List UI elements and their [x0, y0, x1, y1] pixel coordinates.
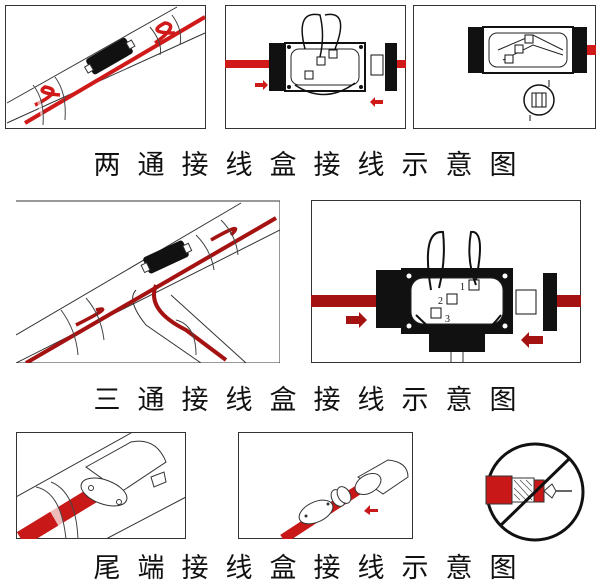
caption-char: 通 [137, 384, 165, 416]
two-way-caption: 两 通 接 线 盒 接 线 示 意 图 [0, 145, 600, 185]
caption-char: 意 [445, 384, 473, 416]
prohibition-sign-icon [485, 442, 585, 542]
end-cap-assembly-panel [238, 432, 413, 539]
terminal-label-1: 1 [460, 282, 465, 293]
end-cap-installed-panel [16, 432, 186, 539]
two-way-pipe-view-panel [5, 5, 206, 129]
two-way-box-illustration [225, 5, 406, 129]
caption-char: 尾 [93, 552, 121, 584]
two-way-box-detail-illustration [413, 5, 596, 129]
terminal-label-2: 2 [438, 296, 443, 307]
caption-char: 意 [445, 149, 473, 181]
caption-char: 接 [313, 384, 341, 416]
caption-char: 示 [401, 149, 429, 181]
caption-char: 三 [93, 384, 121, 416]
end-cap-assembly-illustration [238, 432, 413, 539]
caption-char: 接 [313, 552, 341, 584]
three-way-box-illustration: 1 2 3 [311, 200, 581, 363]
two-way-box-open-panel [225, 5, 406, 129]
caption-char: 接 [181, 552, 209, 584]
end-cap-installed-illustration [16, 432, 186, 539]
caption-char: 线 [357, 552, 385, 584]
caption-char: 图 [489, 149, 517, 181]
end-cap-prohibited-panel [480, 440, 590, 545]
two-way-box-closed-detail-panel [413, 5, 596, 129]
caption-char: 盒 [269, 552, 297, 584]
caption-char: 线 [225, 552, 253, 584]
caption-char: 意 [445, 552, 473, 584]
caption-char: 接 [313, 149, 341, 181]
caption-char: 示 [401, 384, 429, 416]
caption-char: 图 [489, 384, 517, 416]
three-way-pipe-view-panel [16, 200, 280, 363]
caption-char: 线 [225, 149, 253, 181]
caption-char: 两 [93, 149, 121, 181]
end-cap-caption: 尾 端 接 线 盒 接 线 示 意 图 [0, 548, 600, 588]
caption-char: 线 [357, 149, 385, 181]
caption-char: 线 [225, 384, 253, 416]
caption-char: 接 [181, 384, 209, 416]
caption-char: 盒 [269, 384, 297, 416]
three-way-pipe-illustration [16, 200, 280, 363]
three-way-caption: 三 通 接 线 盒 接 线 示 意 图 [0, 380, 600, 420]
caption-char: 图 [489, 552, 517, 584]
three-way-box-open-panel: 1 2 3 [311, 200, 581, 363]
caption-char: 线 [357, 384, 385, 416]
caption-char: 盒 [269, 149, 297, 181]
terminal-label-3: 3 [445, 314, 450, 325]
two-way-pipe-illustration [5, 5, 206, 129]
caption-char: 端 [137, 552, 165, 584]
caption-char: 接 [181, 149, 209, 181]
caption-char: 示 [401, 552, 429, 584]
caption-char: 通 [137, 149, 165, 181]
